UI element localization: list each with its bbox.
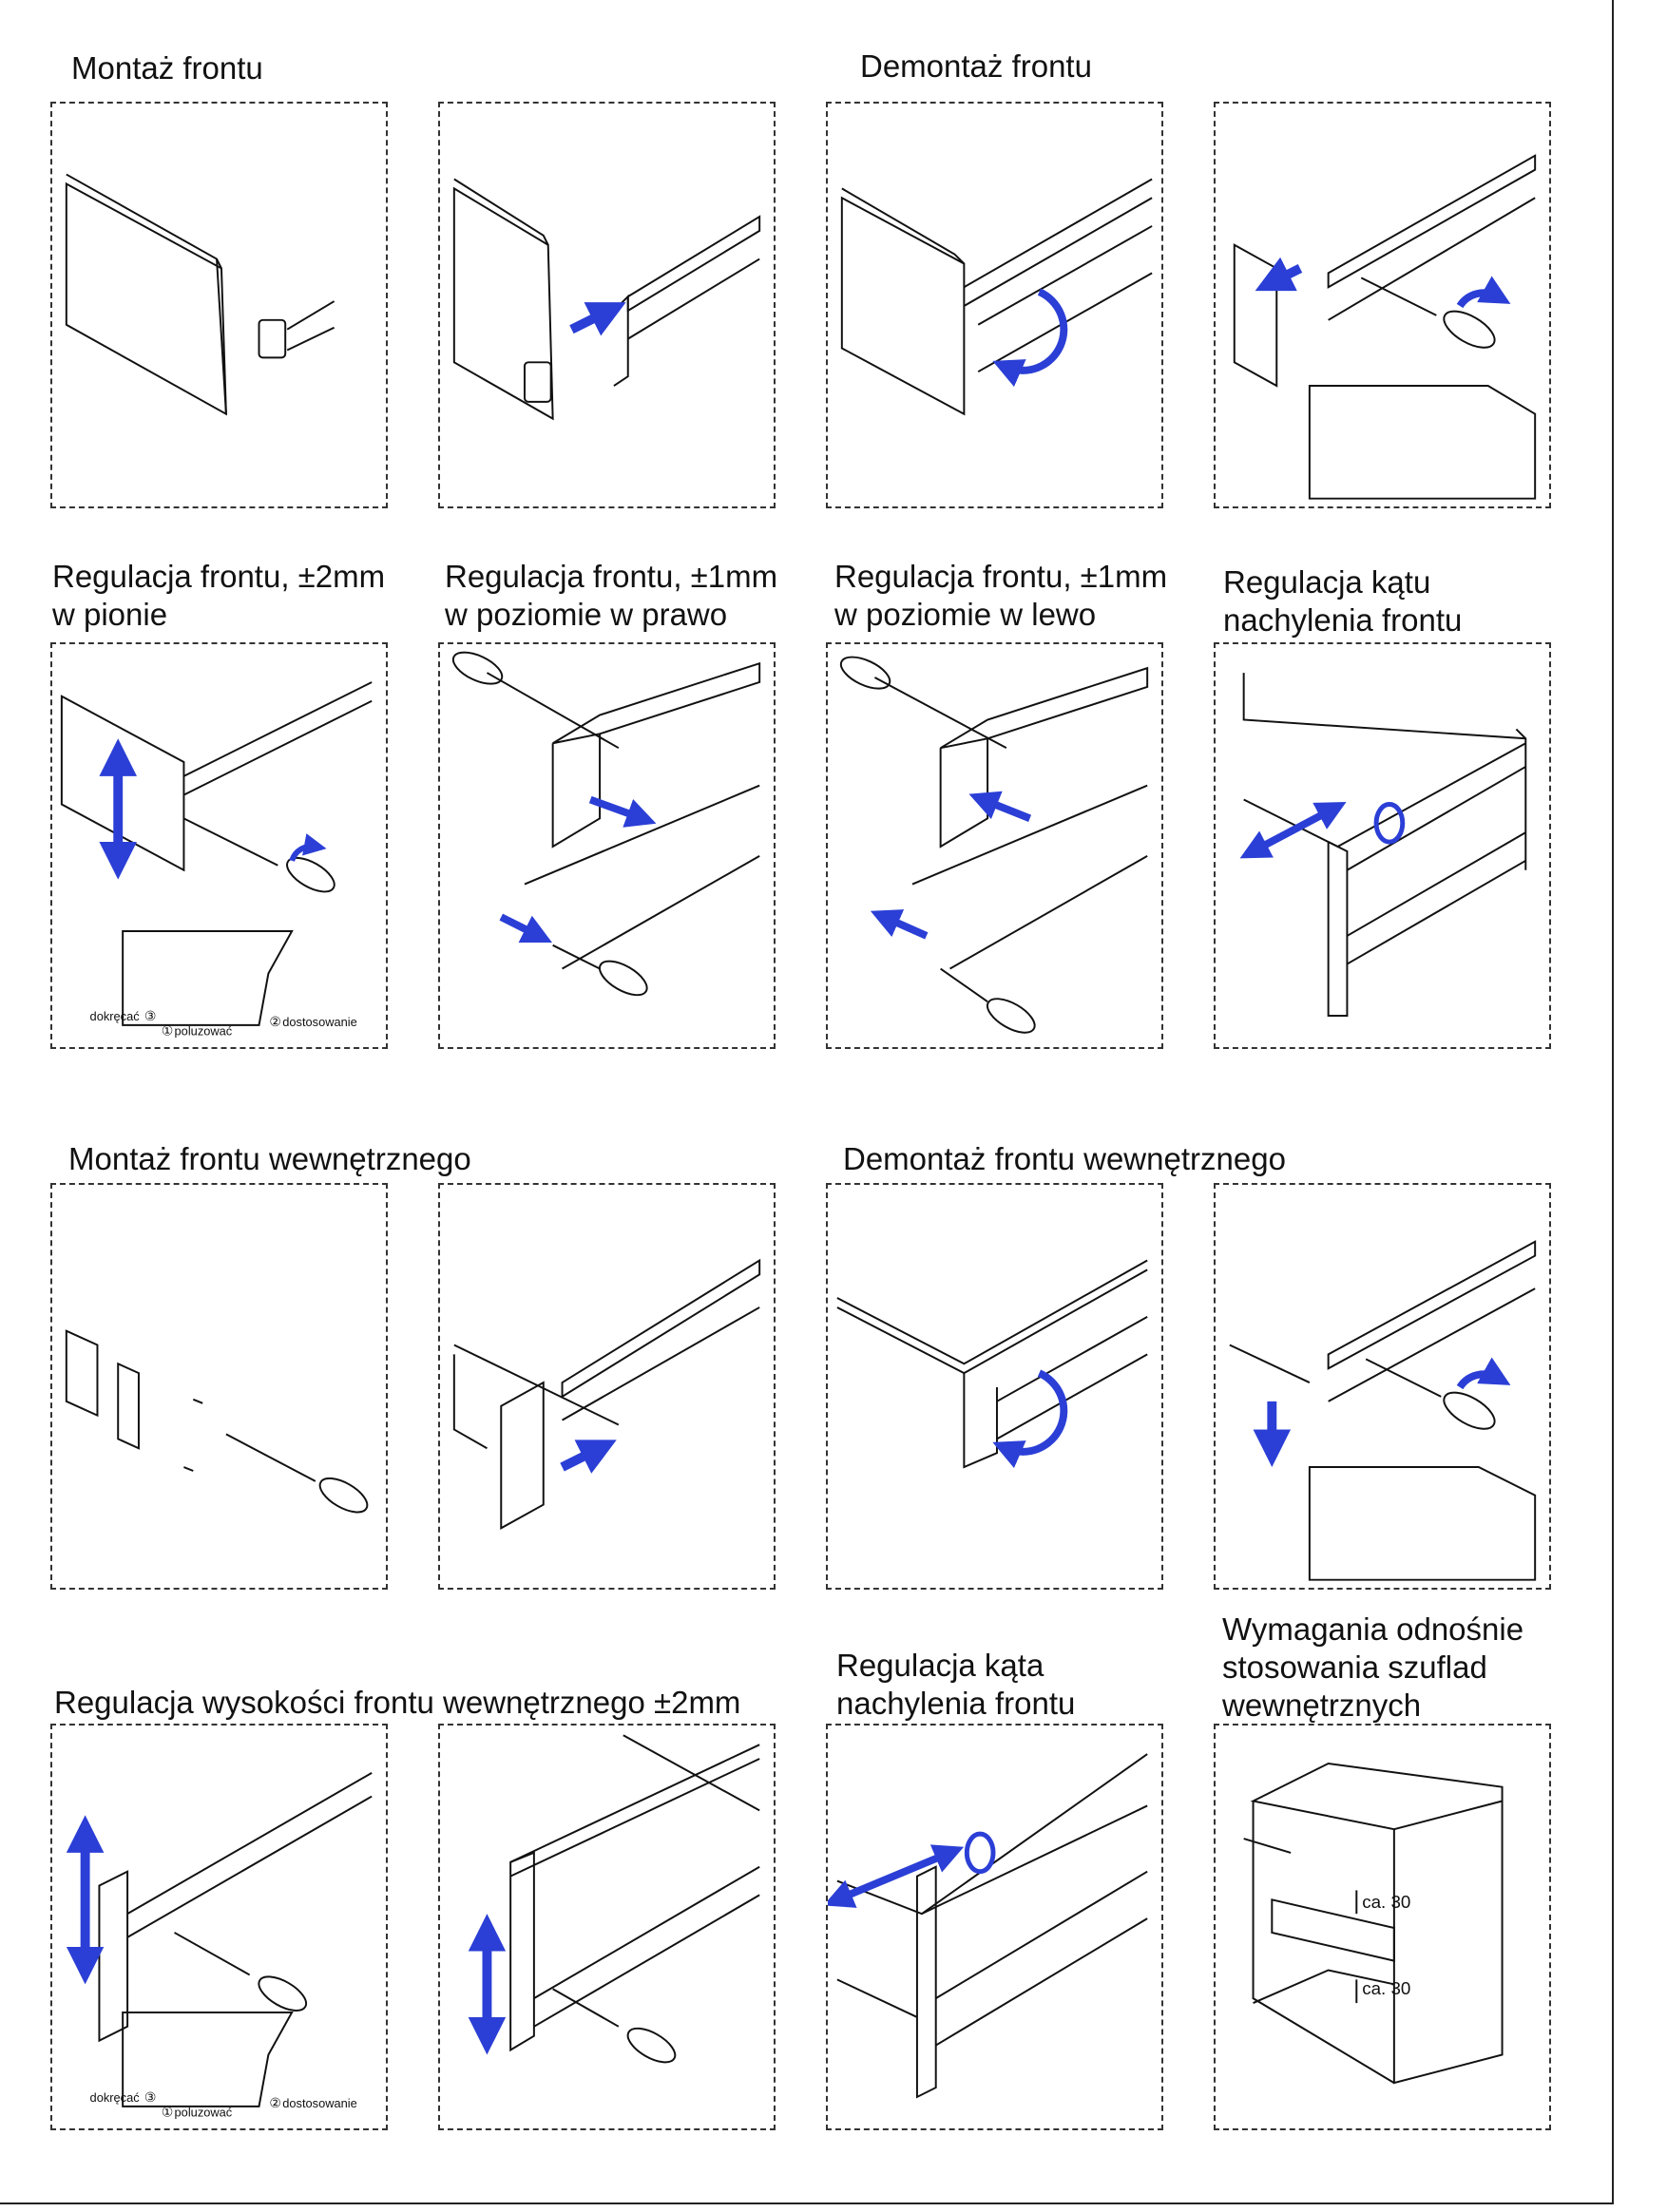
heading-front-dismounting: Demontaż frontu <box>860 48 1092 84</box>
heading-inner-front-mounting: Montaż frontu wewnętrznego <box>68 1141 471 1176</box>
panel-horizontal-right-adjustment <box>438 642 776 1049</box>
heading-front-mounting: Montaż frontu <box>71 50 263 86</box>
heading-inner-drawer-requirements: Wymagania odnośnie stosowania szuflad we… <box>1222 1611 1524 1723</box>
inner-front-to-drawer-illustration <box>452 1258 761 1530</box>
label-adjust-2: dostosowanie <box>282 2096 357 2110</box>
cabinet-clearance-illustration: ca. 30 ca. 30 <box>1243 1762 1504 2085</box>
inner-height-adjustment-detail <box>468 1734 760 2064</box>
label-tighten-2: dokręcać <box>90 2090 141 2105</box>
page-border-right <box>1612 0 1614 2202</box>
heading-inner-front-height-adjustment: Regulacja wysokości frontu wewnętrznego … <box>54 1685 741 1720</box>
label-step2: ② <box>269 1014 280 1029</box>
heading-horizontal-right-adjustment: Regulacja frontu, ±1mm w poziomie w praw… <box>445 559 778 632</box>
panel-inner-front-dismounting-1 <box>826 1183 1163 1590</box>
label-adjust: dostosowanie <box>282 1015 357 1029</box>
front-to-drawer-illustration <box>452 178 761 421</box>
heading-inner-front-dismounting: Demontaż frontu wewnętrznego <box>843 1141 1286 1176</box>
inner-front-parts-illustration <box>65 1329 369 1514</box>
panel-inner-tilt-adjustment <box>826 1724 1163 2130</box>
label-step1: ① <box>162 1023 173 1039</box>
screwdriver-release-illustration <box>1233 154 1537 500</box>
inner-tilt-adjustment-illustration <box>828 1753 1148 2099</box>
heading-inner-tilt-adjustment: Regulacja kąta nachylenia frontu <box>836 1648 1076 1721</box>
panel-inner-drawer-requirements: ca. 30 ca. 30 <box>1214 1724 1551 2130</box>
horizontal-left-illustration <box>839 656 1149 1034</box>
heading-tilt-adjustment: Regulacja kątu nachylenia frontu <box>1223 564 1463 638</box>
label-tighten: dokręcać <box>90 1009 141 1023</box>
inner-screwdriver-release-illustration <box>1229 1240 1537 1581</box>
heading-horizontal-left-adjustment: Regulacja frontu, ±1mm w poziomie w lewo <box>834 559 1168 632</box>
label-loosen: poluzować <box>175 1024 233 1039</box>
tilt-adjustment-illustration <box>1239 673 1527 1017</box>
panel-inner-height-adjustment-1: dokręcać ③ poluzować ① dostosowanie ② <box>50 1724 388 2130</box>
inner-front-release-illustration <box>836 1259 1148 1469</box>
panel-front-mounting-2 <box>438 102 776 508</box>
front-release-illustration <box>840 178 1153 416</box>
inner-height-adjustment-illustration: dokręcać ③ poluzować ① dostosowanie ② <box>66 1771 373 2120</box>
label-step1-2: ① <box>162 2105 173 2120</box>
panel-inner-front-mounting-2 <box>438 1183 776 1590</box>
panel-front-dismounting-2 <box>1214 102 1551 508</box>
clearance-top-label: ca. 30 <box>1362 1892 1410 1912</box>
horizontal-right-illustration <box>451 651 761 997</box>
label-step3-2: ③ <box>144 2089 156 2105</box>
front-with-screws-illustration <box>65 173 335 416</box>
panel-front-mounting-1 <box>50 102 388 508</box>
heading-vertical-adjustment: Regulacja frontu, ±2mm w pionie <box>52 559 386 632</box>
panel-vertical-adjustment: dokręcać ③ poluzować ① dostosowanie ② <box>50 642 388 1049</box>
panel-front-dismounting-1 <box>826 102 1163 508</box>
clearance-bottom-label: ca. 30 <box>1362 1978 1410 1998</box>
panel-horizontal-left-adjustment <box>826 642 1163 1049</box>
panel-inner-front-dismounting-2 <box>1214 1183 1551 1590</box>
label-step3: ③ <box>144 1008 156 1023</box>
vertical-adjustment-illustration: dokręcać ③ poluzować ① dostosowanie ② <box>60 681 373 1039</box>
panel-tilt-adjustment <box>1214 642 1551 1049</box>
panel-inner-height-adjustment-2 <box>438 1724 776 2130</box>
panel-inner-front-mounting-1 <box>50 1183 388 1590</box>
label-loosen-2: poluzować <box>175 2106 233 2120</box>
page-border-bottom <box>0 2202 1614 2204</box>
label-step2-2: ② <box>269 2095 280 2110</box>
